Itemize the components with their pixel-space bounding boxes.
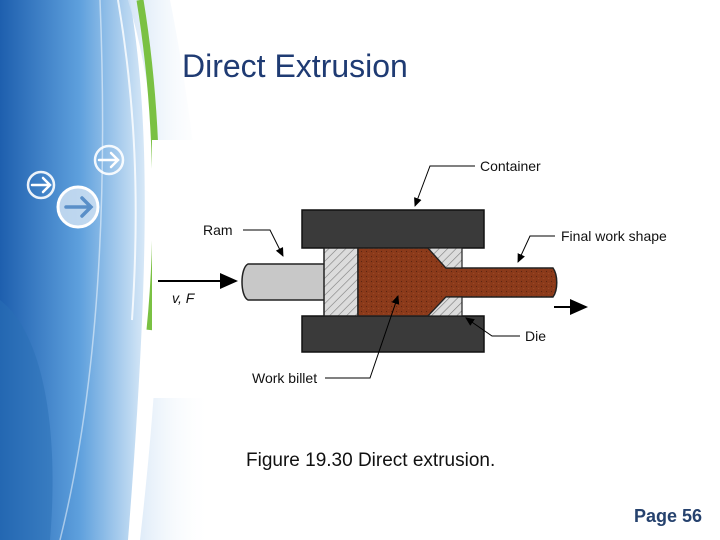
leader-final-shape <box>517 235 555 263</box>
arrow-right-icon <box>26 170 56 200</box>
leader-work-billet <box>325 295 400 379</box>
arrow-right-icon <box>56 185 100 229</box>
page-number: Page 56 <box>633 506 702 526</box>
label-final-work-shape: Final work shape <box>561 228 667 244</box>
container-bottom <box>301 315 485 353</box>
die-bottom <box>426 296 463 317</box>
leader-ram <box>243 229 284 257</box>
leader-container <box>414 165 475 207</box>
ram-rod <box>241 263 327 301</box>
leader-die <box>465 317 520 337</box>
die-top <box>426 247 463 269</box>
container-top <box>301 209 485 249</box>
arrow-right-icon <box>93 144 125 176</box>
figure-caption: Figure 19.30 Direct extrusion. <box>246 450 496 471</box>
slide-title: Direct Extrusion <box>182 48 408 84</box>
label-velocity-force: v, F <box>172 290 196 306</box>
label-die: Die <box>525 328 546 344</box>
label-ram: Ram <box>203 222 233 238</box>
label-work-billet: Work billet <box>252 370 317 386</box>
dummy-block <box>323 247 359 317</box>
label-container: Container <box>480 158 541 174</box>
